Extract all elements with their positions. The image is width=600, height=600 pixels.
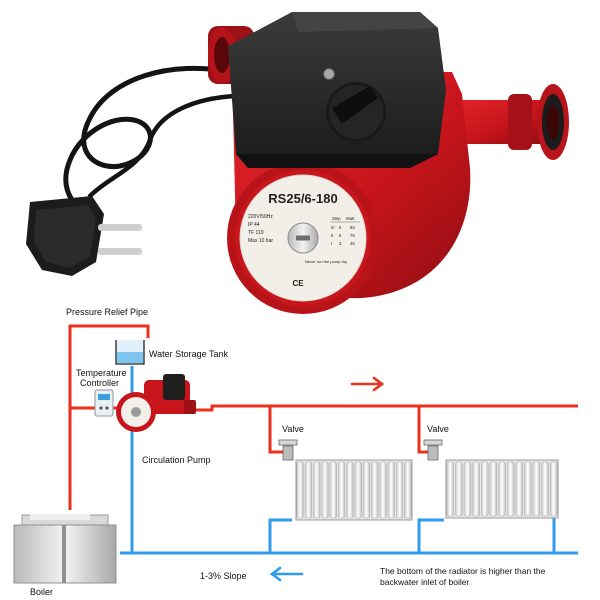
valve-left bbox=[278, 439, 298, 461]
label-boiler: Boiler bbox=[30, 587, 53, 597]
radiator-fin bbox=[354, 461, 362, 519]
radiator-fin bbox=[498, 461, 506, 517]
pump-label-plate: RS25/6-180 220V/50Hz IP 44 TF 110 Max 10… bbox=[239, 174, 367, 302]
heating-system-diagram: Pressure Relief Pipe Water Storage Tank … bbox=[13, 307, 578, 597]
radiator-fin bbox=[346, 461, 354, 519]
pump-to-supply-main bbox=[190, 404, 578, 412]
label-pressure-relief-pipe: Pressure Relief Pipe bbox=[66, 307, 148, 317]
radiator-fin bbox=[329, 461, 337, 519]
radiator-fin bbox=[455, 461, 463, 517]
radiator-right bbox=[445, 459, 559, 519]
circulation-pump-small bbox=[116, 374, 196, 432]
svg-text:75: 75 bbox=[350, 233, 355, 238]
radiator-fin bbox=[304, 461, 313, 519]
svg-text:III: III bbox=[331, 225, 335, 230]
spec-line-2: IP 44 bbox=[248, 222, 260, 228]
return-flow-arrow bbox=[269, 566, 304, 582]
label-water-storage-tank: Water Storage Tank bbox=[149, 349, 229, 359]
radiator-fin bbox=[524, 461, 532, 517]
radiator-left bbox=[295, 459, 413, 521]
pump-model-label: RS25/6-180 bbox=[268, 191, 337, 206]
boiler bbox=[13, 514, 117, 584]
pressure-relief-pipe bbox=[68, 324, 150, 510]
pump-right-flange bbox=[448, 84, 569, 160]
label-note-line-2: backwater inlet of boiler bbox=[380, 577, 469, 587]
ce-mark: CE bbox=[292, 279, 304, 288]
radiator-fin bbox=[481, 461, 489, 517]
label-circulation-pump: Circulation Pump bbox=[142, 455, 211, 465]
radiator-fin bbox=[549, 461, 558, 517]
label-temperature-controller-1: Temperature bbox=[76, 368, 127, 378]
radiator-right-return bbox=[417, 518, 444, 553]
label-slope: 1-3% Slope bbox=[200, 571, 247, 581]
svg-text:I: I bbox=[331, 241, 332, 246]
schuko-plug bbox=[26, 196, 142, 276]
radiator-left-return bbox=[268, 518, 292, 553]
radiator-fin bbox=[362, 461, 371, 519]
radiator-fin bbox=[472, 461, 480, 517]
dry-run-warning: Never run the pump dry bbox=[305, 259, 347, 264]
radiator-fin bbox=[395, 461, 404, 519]
plug-pin-bottom bbox=[98, 248, 142, 255]
control-box-screw bbox=[323, 68, 335, 80]
spec-line-3: TF 110 bbox=[248, 230, 264, 236]
radiator-fin bbox=[404, 461, 412, 519]
radiator-fin bbox=[489, 461, 498, 517]
label-valve-right: Valve bbox=[427, 424, 449, 434]
radiator-fin bbox=[541, 461, 549, 517]
radiator-fin bbox=[337, 461, 346, 519]
radiator-fin bbox=[532, 461, 541, 517]
svg-text:46: 46 bbox=[350, 241, 355, 246]
radiator-fin bbox=[515, 461, 523, 517]
radiator-fin bbox=[446, 461, 455, 517]
radiator-fin bbox=[321, 461, 329, 519]
svg-text:93: 93 bbox=[350, 225, 355, 230]
hot-flow-arrow bbox=[350, 376, 385, 392]
label-valve-left: Valve bbox=[282, 424, 304, 434]
svg-text:Step: Step bbox=[332, 216, 341, 221]
water-storage-tank bbox=[115, 340, 145, 365]
svg-text:5: 5 bbox=[339, 233, 342, 238]
svg-text:3: 3 bbox=[339, 241, 342, 246]
plug-pin-top bbox=[98, 224, 142, 231]
speed-table: Step Watt III 6 93 II 5 75 I 3 46 bbox=[330, 216, 360, 246]
label-note-line-1: The bottom of the radiator is higher tha… bbox=[380, 566, 546, 576]
radiator-fin bbox=[313, 461, 321, 519]
svg-text:6: 6 bbox=[339, 225, 342, 230]
pump-control-box bbox=[228, 12, 446, 168]
svg-text:II: II bbox=[331, 233, 333, 238]
radiator-fin bbox=[379, 461, 387, 519]
power-cable-2 bbox=[87, 93, 239, 199]
temperature-controller bbox=[94, 389, 114, 417]
radiator-fin bbox=[506, 461, 515, 517]
spec-line-1: 220V/50Hz bbox=[248, 214, 273, 220]
radiator-fin bbox=[371, 461, 379, 519]
radiator-fin bbox=[387, 461, 395, 519]
valve-right bbox=[423, 439, 443, 461]
radiator-fin bbox=[463, 461, 472, 517]
pump-product-illustration: RS25/6-180 220V/50Hz IP 44 TF 110 Max 10… bbox=[26, 12, 569, 314]
svg-text:Watt: Watt bbox=[346, 216, 355, 221]
label-temperature-controller-2: Controller bbox=[80, 378, 119, 388]
spec-line-4: Max 10 bar bbox=[248, 238, 273, 244]
radiator-fin bbox=[296, 461, 304, 519]
speed-selector-knob bbox=[326, 82, 386, 142]
